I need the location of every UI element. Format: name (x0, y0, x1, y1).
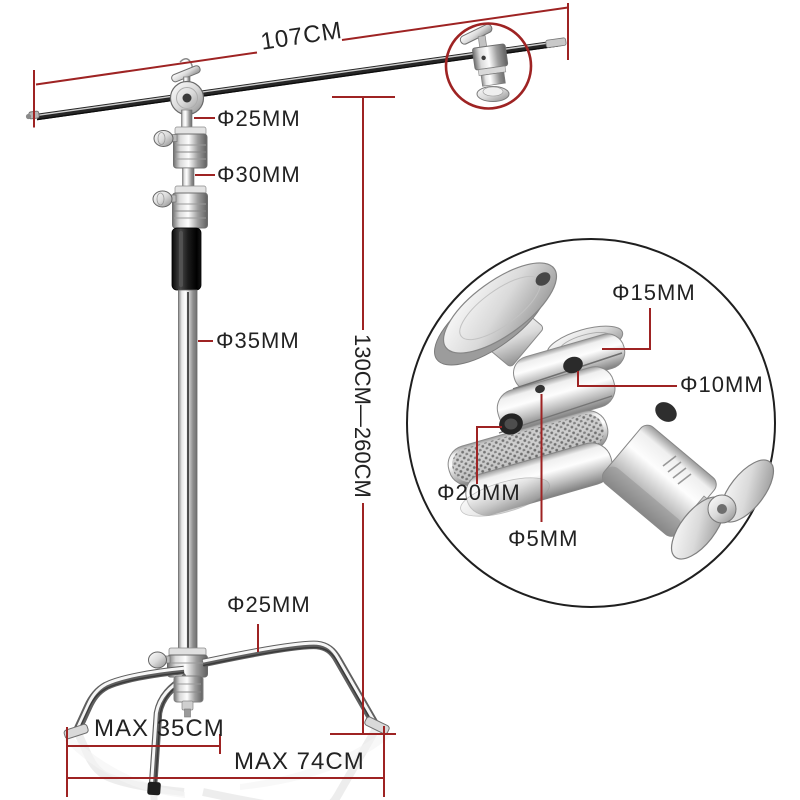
clamp-knob-1 (153, 130, 174, 147)
tube-30mm (182, 167, 195, 189)
grip-sleeve (171, 227, 202, 291)
main-column-diameter-label: Φ35MM (216, 328, 300, 353)
floor-reflection (64, 729, 390, 800)
handle-disc (442, 262, 558, 354)
boom-right-tip (545, 37, 567, 48)
tube-25mm (181, 109, 193, 129)
grip-20mm-label: Φ20MM (437, 480, 521, 505)
clamp-handle-icon (459, 23, 493, 45)
boom-clamp-callout (444, 22, 533, 110)
upper-riser-diameter-label: Φ30MM (217, 162, 301, 187)
dimension-lines (33, 3, 677, 797)
grip-5mm-label: Φ5MM (508, 526, 579, 551)
turtle-base (63, 643, 390, 796)
detail-highlight-circle-small (444, 22, 533, 110)
middle-foot (147, 781, 161, 796)
height-range-label: 130CM—260CM (350, 334, 376, 498)
grip-15mm-label: Φ15MM (612, 280, 696, 305)
hole-5mm (535, 384, 545, 394)
hole-10mm (563, 356, 583, 374)
grip-head-detail (406, 238, 776, 608)
boom-tube-diameter-label: Φ25MM (217, 106, 301, 131)
left-foot (63, 723, 89, 740)
leg-tube-diameter-label: Φ25MM (227, 592, 311, 617)
base-knob (148, 651, 167, 669)
knurled-ring (452, 413, 604, 483)
main-column (152, 58, 208, 653)
grip-10mm-label: Φ10MM (680, 372, 764, 397)
base-reach-min-label: MAX 35CM (94, 715, 225, 742)
base-reach-max-label: MAX 74CM (234, 748, 365, 775)
riser-clamp-1 (173, 133, 208, 169)
clamp-knob-2 (152, 190, 173, 208)
leg-hub (173, 675, 204, 703)
